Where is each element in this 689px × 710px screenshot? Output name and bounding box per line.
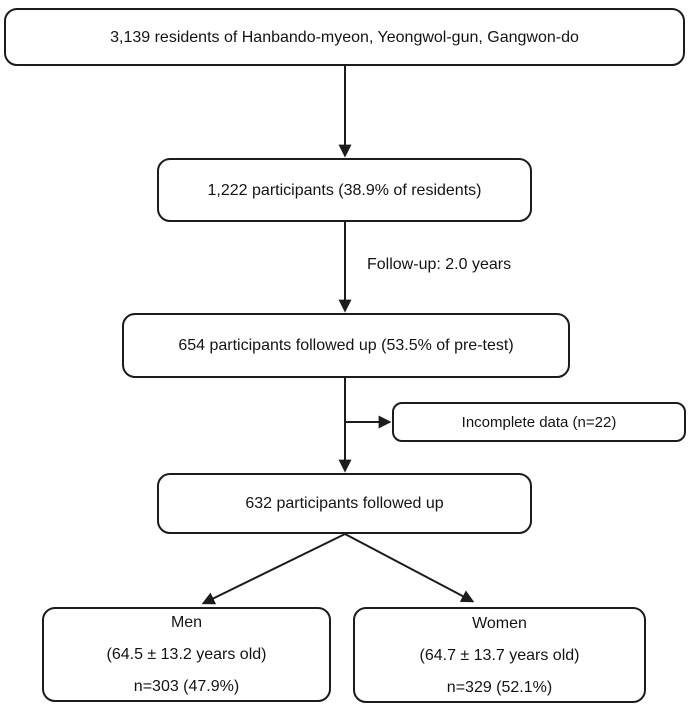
box-654-followed-up: 654 participants followed up (53.5% of p… [122, 313, 570, 378]
box-632-text: 632 participants followed up [245, 495, 444, 512]
box-women-age: (64.7 ± 13.7 years old) [419, 646, 580, 664]
box-women: Women (64.7 ± 13.7 years old) n=329 (52.… [353, 607, 646, 703]
box-women-count: n=329 (52.1%) [446, 678, 553, 696]
box-654-text: 654 participants followed up (53.5% of p… [178, 337, 514, 354]
box-residents-text: 3,139 residents of Hanbando-myeon, Yeong… [110, 28, 579, 46]
box-men-title: Men [170, 614, 203, 631]
box-incomplete-text: Incomplete data (n=22) [461, 413, 617, 431]
box-632-followed-up: 632 participants followed up [157, 473, 532, 534]
box-men-age: (64.5 ± 13.2 years old) [106, 646, 267, 663]
follow-up-label: Follow-up: 2.0 years [367, 256, 512, 273]
box-men: Men (64.5 ± 13.2 years old) n=303 (47.9%… [42, 607, 331, 702]
box-residents: 3,139 residents of Hanbando-myeon, Yeong… [4, 8, 685, 66]
box-participants-text: 1,222 participants (38.9% of residents) [207, 181, 482, 199]
arrow-632-to-women-icon [344, 533, 475, 603]
box-participants: 1,222 participants (38.9% of residents) [157, 158, 532, 222]
box-men-count: n=303 (47.9%) [133, 678, 240, 695]
arrow-632-to-men-icon [201, 533, 346, 605]
box-women-title: Women [472, 614, 527, 632]
box-incomplete-data: Incomplete data (n=22) [392, 402, 686, 442]
